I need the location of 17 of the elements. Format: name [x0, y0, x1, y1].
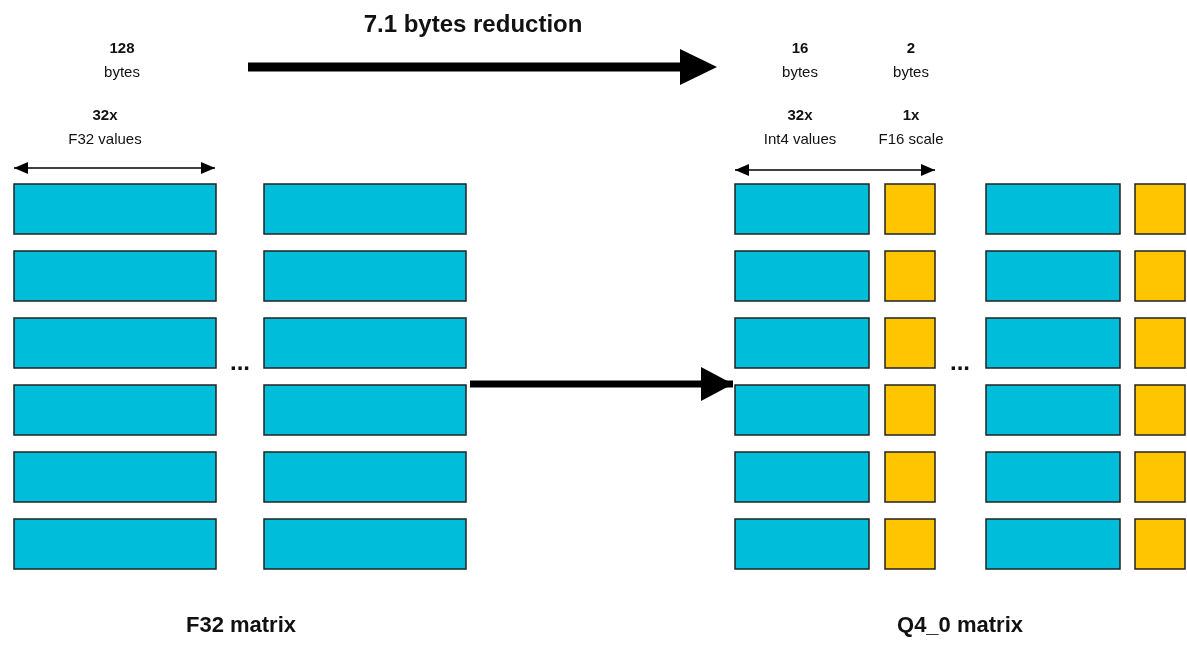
ellipsis: ... [950, 348, 970, 376]
size-unit: bytes [104, 62, 140, 81]
ellipsis: ... [230, 348, 250, 376]
size-value: 2 [906, 38, 916, 57]
count-value: 32x [787, 105, 813, 124]
count-value: 32x [92, 105, 118, 124]
count-value: 1x [902, 105, 920, 124]
annotation-title: 7.1 bytes reduction [363, 10, 583, 38]
size-value: 128 [109, 38, 135, 57]
value-type: Int4 values [763, 129, 837, 148]
matrix-caption: F32 matrix [184, 612, 298, 638]
matrix-caption: Q4_0 matrix [896, 612, 1024, 638]
value-type: F32 values [68, 129, 142, 148]
size-unit: bytes [893, 62, 929, 81]
value-type: F16 scale [878, 129, 944, 148]
size-unit: bytes [782, 62, 818, 81]
size-value: 16 [791, 38, 809, 57]
